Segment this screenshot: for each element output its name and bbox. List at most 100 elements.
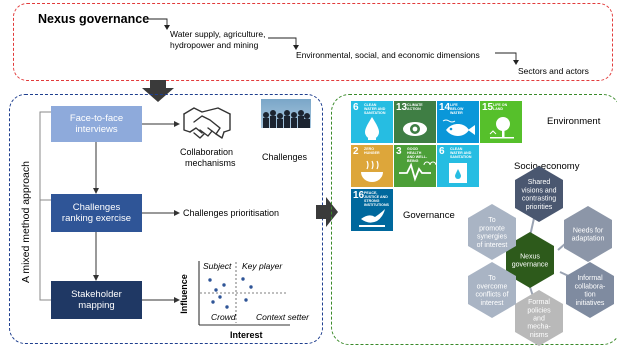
handshake-icon	[183, 107, 231, 139]
sdg-label: CLEAN WATER AND SANITATION	[364, 103, 386, 115]
quadrant-crowd: Crowd	[211, 312, 236, 322]
sdg-tile-13: 13 CLIMATE ACTION	[394, 101, 436, 143]
stakeholder-box: Stakeholder mapping	[51, 281, 142, 319]
sdg-tile-14: 14 LIFE BELOW WATER	[437, 101, 479, 143]
hex-promote	[468, 204, 516, 260]
hex-label-center: governance	[512, 262, 549, 269]
sdg-number: 2	[353, 146, 359, 157]
sdg-tile-15: 15 LIFE ON LAND	[480, 101, 522, 143]
sdg-number: 14	[439, 102, 451, 113]
stakeholder-label-1: Stakeholder	[71, 289, 122, 300]
hex-label-shared: Shared	[528, 179, 551, 186]
sdg-label: LIFE BELOW WATER	[450, 103, 464, 115]
sdg-label: CLEAN WATER AND SANITATION	[450, 147, 472, 159]
sdg-tile-2: 2 ZERO HUNGER	[351, 145, 393, 187]
sdg-label: GOOD HEALTH AND WELL-BEING	[407, 147, 428, 163]
quadrant-subject: Subject	[203, 261, 232, 271]
sdg-tile-3: 3 GOOD HEALTH AND WELL-BEING	[394, 145, 436, 187]
hex-shared	[515, 166, 563, 222]
water-icon	[449, 163, 467, 183]
challenges-label: Challenges	[262, 152, 308, 162]
nexus-step1b: hydropower and mining	[170, 40, 259, 50]
nexus-step3: Sectors and actors	[518, 66, 589, 76]
hex-label-promote: promote	[479, 225, 505, 232]
hex-label-formal: and	[533, 316, 545, 323]
sdg-number: 15	[482, 102, 494, 113]
hex-label-informal: Informal	[577, 275, 603, 282]
hex-informal	[566, 262, 614, 318]
hex-label-formal: policies	[527, 307, 551, 314]
fish-icon	[442, 119, 475, 136]
bracket-lines	[39, 111, 52, 301]
hex-label-promote: To	[488, 217, 496, 224]
dimensions-panel	[331, 94, 617, 345]
water-icon	[365, 117, 379, 140]
method-arrows	[93, 121, 180, 303]
dove-icon	[359, 209, 385, 227]
sdg-number: 16	[353, 190, 365, 201]
sdg-number: 13	[396, 102, 408, 113]
sdg-label: PEACE, JUSTICE AND STRONG INSTITUTIONS	[364, 191, 389, 207]
stakeholder-label-2: mapping	[78, 300, 115, 311]
hex-label-shared: visions and	[521, 187, 556, 194]
sdg-label: ZERO HUNGER	[364, 147, 380, 155]
hex-label-formal: mecha-	[527, 324, 551, 331]
environment-label: Environment	[547, 116, 601, 127]
hex-needs	[564, 206, 612, 262]
hex-label-promote: of interest	[477, 242, 508, 249]
hex-formal	[515, 290, 563, 346]
sdg-tile-16: 16 PEACE, JUSTICE AND STRONG INSTITUTION…	[351, 189, 393, 231]
ranking-label-1: Challenges	[72, 202, 121, 213]
hex-label-overcome: conflicts of	[475, 292, 508, 299]
collab-label-2: mechanisms	[185, 158, 236, 168]
bowl-icon	[361, 160, 383, 182]
sdg-number: 3	[396, 146, 402, 157]
hex-label-needs: Needs for	[573, 227, 604, 234]
quadrant-key-player: Key player	[242, 261, 283, 271]
sdg-number: 6	[439, 146, 445, 157]
nexus-step2: Environmental, social, and economic dime…	[296, 50, 480, 60]
hex-overcome	[468, 262, 516, 318]
sdg-label: LIFE ON LAND	[493, 103, 508, 111]
hex-label-informal: tion	[584, 292, 595, 299]
sdg-label: CLIMATE ACTION	[407, 103, 423, 111]
ranking-box: Challenges ranking exercise	[51, 194, 142, 232]
nexus-arrows	[143, 18, 519, 65]
hex-label-center: Nexus	[520, 253, 540, 260]
quadrant-context-setter: Context setter	[256, 312, 309, 322]
tree-icon	[489, 117, 514, 139]
hex-label-formal: Formal	[528, 299, 550, 306]
right-arrow-icon	[316, 197, 338, 227]
hex-center	[506, 232, 554, 288]
interviews-label: Face-to-face interviews	[69, 113, 124, 135]
nexus-panel	[13, 3, 613, 81]
prioritisation-label: Challenges prioritisation	[183, 208, 280, 218]
hex-label-shared: contrasting	[522, 196, 556, 203]
heartbeat-icon	[399, 161, 436, 182]
governance-label: Governance	[403, 210, 455, 221]
sdg-number: 6	[353, 102, 359, 113]
matrix-x-label: Interest	[230, 330, 263, 340]
eye-globe-icon	[403, 122, 427, 136]
hex-label-overcome: To	[488, 275, 496, 282]
hex-label-overcome: overcome	[477, 283, 508, 290]
nexus-step1: Water supply, agriculture,	[170, 29, 266, 39]
sdg-tile-6b: 6 CLEAN WATER AND SANITATION	[437, 145, 479, 187]
interviews-box: Face-to-face interviews	[51, 106, 142, 142]
crowd-image	[261, 99, 311, 128]
hex-label-informal: collabora-	[575, 283, 606, 290]
hex-label-overcome: interest	[481, 300, 504, 307]
collab-label-1: Collaboration	[180, 147, 234, 157]
sdg-tile-6: 6 CLEAN WATER AND SANITATION	[351, 101, 393, 143]
hex-label-promote: synergies	[477, 234, 507, 241]
hex-label-shared: priorities	[526, 204, 553, 211]
hex-label-informal: initiatives	[576, 300, 605, 307]
ranking-label-2: ranking exercise	[61, 213, 132, 224]
stakeholder-matrix	[198, 261, 290, 326]
down-arrow-icon	[142, 80, 174, 102]
socio-economy-label: Socio-economy	[514, 161, 580, 172]
hex-label-needs: adaptation	[572, 236, 605, 243]
hex-label-formal: nisms	[530, 332, 549, 339]
nexus-title: Nexus governance	[38, 12, 150, 26]
